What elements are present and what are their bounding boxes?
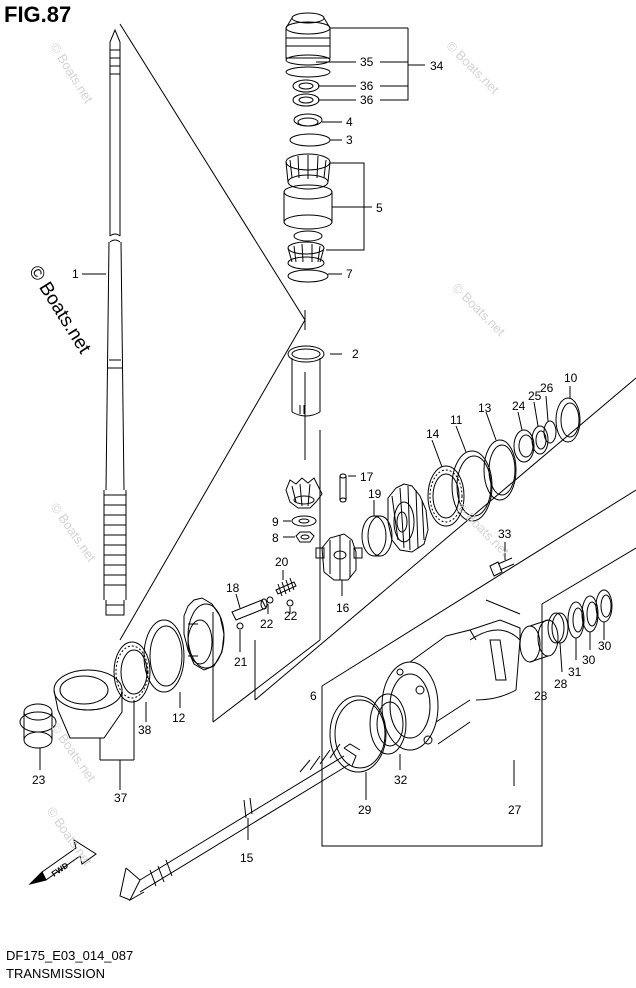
bearing-5 xyxy=(283,153,333,270)
drive-shaft xyxy=(103,28,127,616)
figure-code: DF175_E03_014_087 xyxy=(6,948,134,963)
washer-9 xyxy=(291,515,317,527)
nut-8 xyxy=(295,531,315,543)
callout-24: 24 xyxy=(512,399,526,413)
assembly-guide-lines xyxy=(119,23,636,723)
callout-34: 34 xyxy=(430,59,444,73)
callout-5: 5 xyxy=(376,201,383,215)
callout-32: 32 xyxy=(394,773,408,787)
bearing-38 xyxy=(113,641,151,722)
shim-12 xyxy=(143,619,185,708)
callout-33: 33 xyxy=(498,527,512,541)
shaft-housing-frame xyxy=(321,489,636,847)
clip-26 xyxy=(543,395,557,444)
callout-31: 31 xyxy=(568,665,582,679)
bearing-housing-37 xyxy=(53,669,135,790)
callout-20: 20 xyxy=(275,555,289,569)
ring-7 xyxy=(287,269,329,283)
callout-28a: 28 xyxy=(534,689,548,703)
callout-22a: 22 xyxy=(260,617,274,631)
seals-30-31 xyxy=(567,589,613,660)
small-leaders xyxy=(283,520,295,538)
callout-18: 18 xyxy=(226,581,240,595)
callout-7: 7 xyxy=(346,267,353,281)
callout-3: 3 xyxy=(346,133,353,147)
callout-26: 26 xyxy=(540,381,554,395)
callout-25: 25 xyxy=(528,389,542,403)
bolt-33 xyxy=(489,542,515,577)
thrust-bearing-14 xyxy=(427,439,465,527)
o-ring-35 xyxy=(285,66,331,78)
figure-name: TRANSMISSION xyxy=(6,966,105,981)
callout-36b: 36 xyxy=(360,93,374,107)
ring-3 xyxy=(289,133,331,147)
washer-10 xyxy=(555,386,581,443)
bevel-gear xyxy=(387,483,429,553)
callout-37: 37 xyxy=(114,791,128,805)
bearing-28b xyxy=(547,612,569,673)
callout-14: 14 xyxy=(426,427,440,441)
shim-13 xyxy=(483,411,517,501)
callout-16: 16 xyxy=(336,601,350,615)
callout-11: 11 xyxy=(450,413,463,427)
callout-22b: 22 xyxy=(284,609,298,623)
callout-4: 4 xyxy=(346,115,353,129)
callout-15: 15 xyxy=(240,851,254,865)
callout-9: 9 xyxy=(272,515,279,529)
fwd-arrow xyxy=(28,838,97,885)
seal-36a xyxy=(292,79,320,93)
callout-19: 19 xyxy=(368,487,382,501)
pin-18 xyxy=(231,593,268,621)
callout-6: 6 xyxy=(310,689,317,703)
shaft-housing-27 xyxy=(381,619,521,751)
bearing-32 xyxy=(369,693,407,770)
callout-38: 38 xyxy=(138,723,152,737)
seal-36b xyxy=(292,93,320,107)
callout-12: 12 xyxy=(172,711,186,725)
callout-2: 2 xyxy=(352,347,359,361)
figure-title: FIG.87 xyxy=(4,2,72,27)
reverse-gear-21 xyxy=(183,597,225,671)
pin-17 xyxy=(339,473,356,503)
callout-30b: 30 xyxy=(582,653,596,667)
bearing-housing-34 xyxy=(285,12,331,66)
clutch-dog-16 xyxy=(315,533,363,596)
callout-30a: 30 xyxy=(598,639,612,653)
balls-22 xyxy=(236,596,294,652)
callout-leaders xyxy=(82,27,425,355)
callout-28b: 28 xyxy=(554,677,568,691)
pinion-gear xyxy=(285,477,323,509)
o-ring-29 xyxy=(329,695,387,800)
bearing-24 xyxy=(513,411,535,463)
callout-1: 1 xyxy=(72,267,79,281)
callout-17: 17 xyxy=(360,470,374,484)
ring-25 xyxy=(531,401,549,455)
callout-35: 35 xyxy=(360,55,374,69)
shim-4 xyxy=(293,113,323,127)
callout-23: 23 xyxy=(32,773,46,787)
callout-13: 13 xyxy=(478,401,492,415)
callout-numbers: 1 2 3 4 5 6 7 8 9 10 11 12 13 14 15 16 1… xyxy=(32,55,612,879)
callout-36a: 36 xyxy=(360,79,374,93)
pin-spring-20 xyxy=(275,570,297,597)
bearing-23 xyxy=(19,703,57,770)
callout-10: 10 xyxy=(564,371,578,385)
sleeve-2 xyxy=(287,345,325,417)
bearing-19 xyxy=(361,500,393,557)
callout-27: 27 xyxy=(508,803,522,817)
needle-bearing-28 xyxy=(519,619,559,684)
propeller-shaft-15 xyxy=(119,743,361,902)
callout-8: 8 xyxy=(272,531,279,545)
callout-21: 21 xyxy=(234,655,248,669)
callout-29: 29 xyxy=(358,803,372,817)
